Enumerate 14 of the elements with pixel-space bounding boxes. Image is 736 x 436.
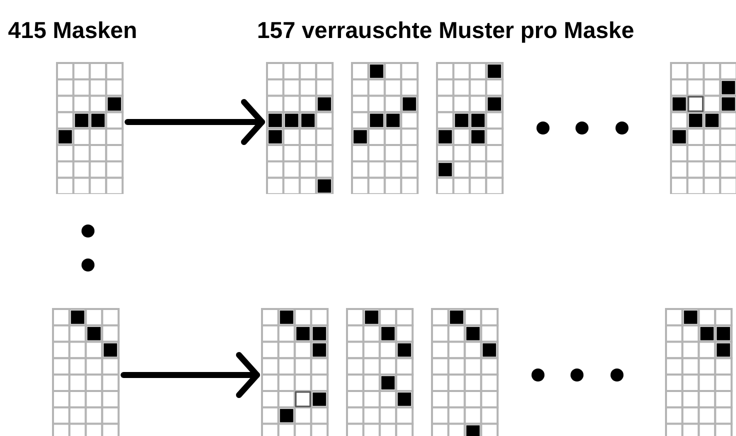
pixel-grid-drawing <box>436 62 504 194</box>
pixel-grid-drawing <box>56 62 124 194</box>
pixel-grid-drawing <box>665 308 733 436</box>
pixel-grid-drawing <box>261 308 329 436</box>
arrow <box>120 352 260 398</box>
pixel-grid-drawing <box>52 308 120 436</box>
pixel-grid-drawing <box>351 62 419 194</box>
pixel-grid-drawing <box>670 62 736 194</box>
pixel-grid-drawing <box>431 308 499 436</box>
heading-label: 157 verrauschte Muster pro Maske <box>257 17 634 43</box>
pixel-grid-drawing <box>346 308 414 436</box>
arrow <box>124 99 265 145</box>
heading-label: 415 Masken <box>8 17 138 43</box>
pixel-grid-drawing <box>266 62 334 194</box>
